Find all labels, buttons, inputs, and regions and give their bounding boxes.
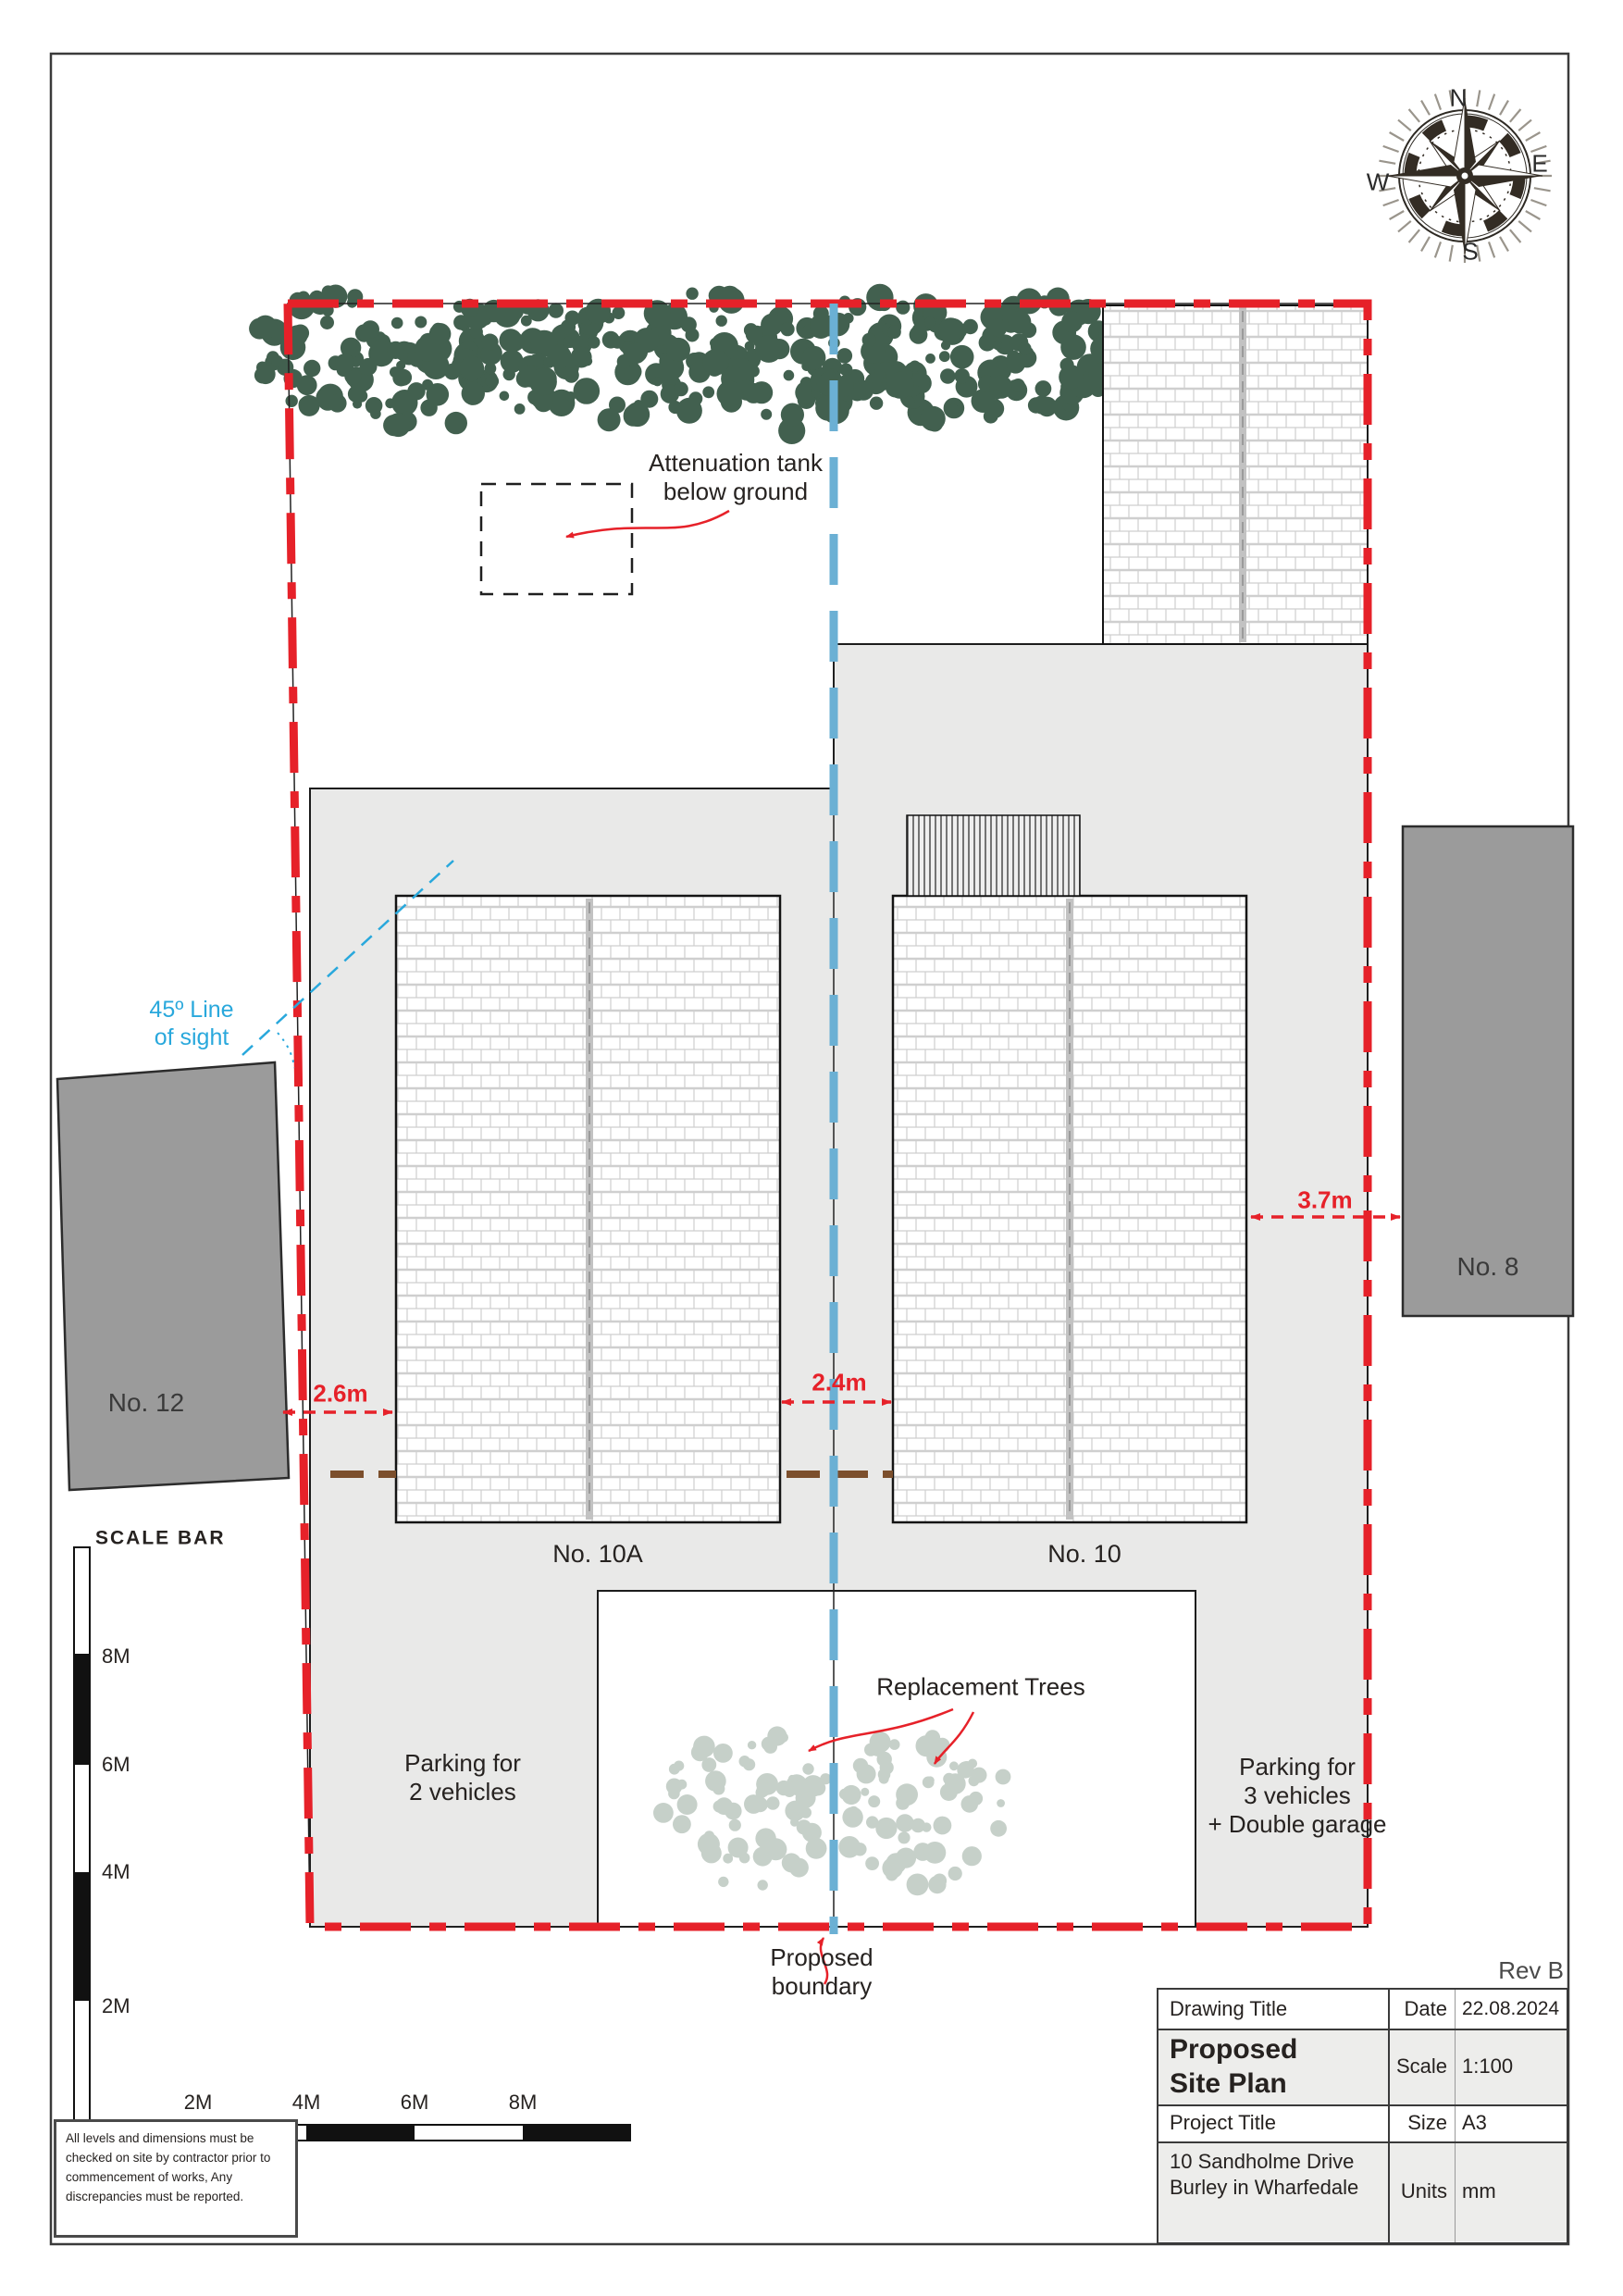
neighbour-no12-label: No. 12 (107, 1388, 185, 1418)
line-of-sight (242, 860, 454, 1056)
scale-bar-h6m: 6M (400, 2090, 429, 2114)
compass-north-label: N (1449, 83, 1468, 112)
drawing-title-label: Drawing Title (1170, 1997, 1288, 2021)
scale-value: 1:100 (1462, 2054, 1514, 2079)
date-value: 22.08.2024 (1462, 1997, 1560, 2019)
title-block: Drawing Title Date 22.08.2024 Proposed S… (1157, 1988, 1568, 2244)
compass-west-label: W (1366, 168, 1390, 196)
scale-bar-4m: 4M (102, 1859, 130, 1883)
project-title: 10 Sandholme Drive Burley in Wharfedale (1170, 2150, 1359, 2199)
date-label: Date (1404, 1997, 1447, 2021)
scale-bar-h8m: 8M (508, 2090, 538, 2114)
building-no8 (1401, 825, 1575, 1318)
garage-roof (1102, 304, 1369, 645)
plot-no10-label: No. 10 (1047, 1539, 1121, 1568)
scale-bar-h4m: 4M (291, 2090, 321, 2114)
revision-label: Rev B (1498, 1956, 1564, 1984)
project-title-label: Project Title (1170, 2111, 1276, 2135)
size-value: A3 (1462, 2111, 1487, 2135)
neighbour-no8-label: No. 8 (1456, 1252, 1519, 1282)
parking-right-label: Parking for 3 vehicles + Double garage (1208, 1753, 1387, 1839)
compass-east-label: E (1531, 149, 1548, 178)
line-of-sight-arc (277, 1032, 295, 1069)
leader-replacement-tree-left (808, 1707, 954, 1753)
scale-label: Scale (1395, 2054, 1447, 2079)
dim-2-4m-label: 2.4m (812, 1368, 867, 1396)
line-of-sight-label: 45º Line of sight (149, 997, 234, 1050)
scale-bar-6m: 6M (102, 1752, 130, 1776)
plot-no10a-label: No. 10A (552, 1539, 643, 1568)
proposed-boundary-line (283, 299, 1372, 1931)
proposed-boundary-label: Proposed boundary (770, 1942, 873, 2000)
hedge-trees (249, 283, 1141, 444)
leader-attenuation (565, 509, 730, 539)
building-no10-flat-roof (906, 814, 1081, 897)
leader-proposed-boundary (816, 1937, 829, 1985)
dim-2-6m-label: 2.6m (313, 1379, 368, 1408)
replacement-trees-label: Replacement Trees (876, 1672, 1085, 1701)
units-label: Units (1400, 2179, 1447, 2203)
parking-left-label: Parking for 2 vehicles (404, 1748, 521, 1806)
leader-replacement-tree-right (933, 1711, 975, 1765)
dim-3-7m-label: 3.7m (1297, 1185, 1353, 1214)
size-label: Size (1407, 2111, 1447, 2135)
notes-box: All levels and dimensions must be checke… (54, 2119, 298, 2238)
units-value: mm (1462, 2179, 1496, 2203)
scale-bar-h2m: 2M (183, 2090, 213, 2114)
attenuation-tank-outline (479, 482, 634, 596)
scale-bar-title: SCALE BAR (95, 1527, 226, 1549)
scale-bar-2m: 2M (102, 1993, 130, 2017)
compass-south-label: S (1462, 237, 1479, 266)
drawing-title: Proposed Site Plan (1170, 2033, 1298, 2100)
attenuation-tank-label: Attenuation tank below ground (649, 448, 823, 505)
building-no12 (56, 1061, 291, 1492)
compass-rose-icon (1378, 89, 1552, 263)
replacement-trees (653, 1726, 1011, 1896)
scale-bar-8m: 8M (102, 1644, 130, 1668)
